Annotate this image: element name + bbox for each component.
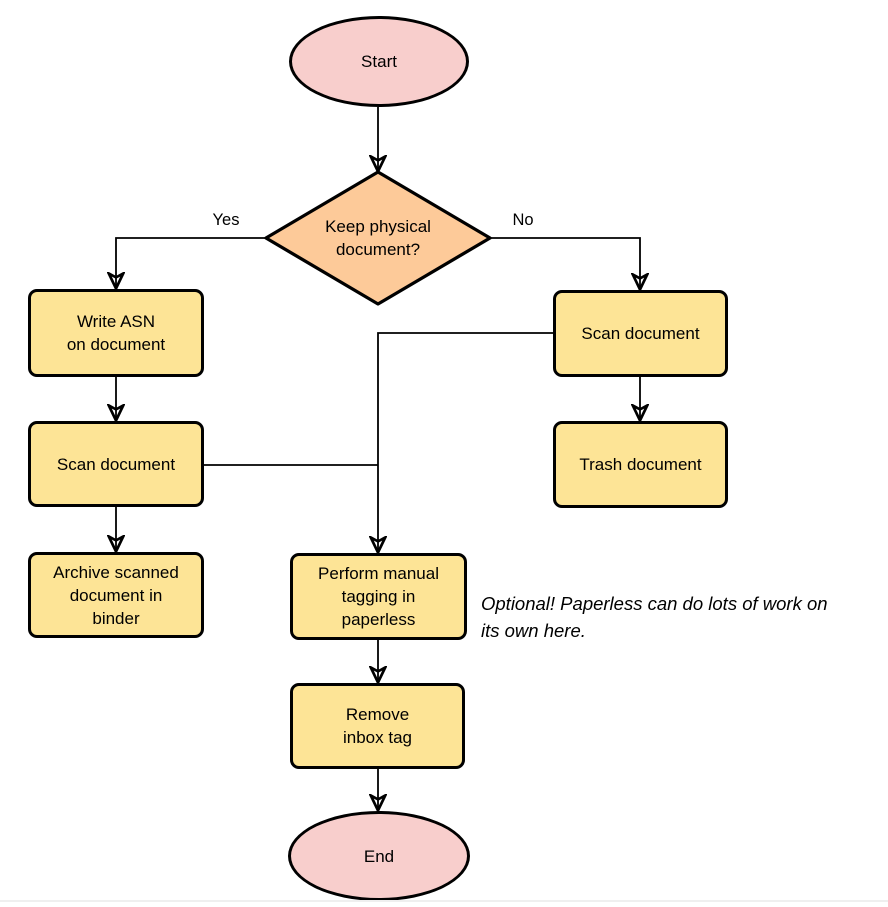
- node-scan-document-right-label: Scan document: [581, 324, 700, 343]
- node-archive-binder-label: Archive scanned document in binder: [53, 562, 179, 628]
- node-remove-inbox-tag: Remove inbox tag: [290, 683, 465, 769]
- node-write-asn-label: Write ASN on document: [66, 312, 166, 354]
- node-write-asn: Write ASN on document: [28, 289, 204, 377]
- node-manual-tagging-label: Perform manual tagging in paperless: [318, 564, 439, 629]
- canvas-bottom-divider: [0, 900, 888, 902]
- note-optional: Optional! Paperless can do lots of work …: [481, 593, 828, 641]
- node-end-label: End: [363, 846, 395, 866]
- node-scan-document-left: Scan document: [28, 421, 204, 507]
- edge-label-no: No: [512, 211, 534, 229]
- edge-scan-right-to-tagging: [378, 332, 553, 551]
- node-manual-tagging: Perform manual tagging in paperless: [290, 553, 467, 640]
- edge-decision-yes-to-write-asn: [116, 237, 266, 287]
- node-trash-document: Trash document: [553, 421, 728, 508]
- node-decision-shape: [264, 170, 492, 306]
- node-trash-document-label: Trash document: [579, 455, 702, 474]
- edge-decision-no-to-scan-right: [490, 237, 640, 288]
- node-archive-binder: Archive scanned document in binder: [28, 552, 204, 638]
- node-remove-inbox-tag-label: Remove inbox tag: [343, 705, 412, 747]
- node-end: End: [288, 811, 470, 901]
- node-start-label: Start: [361, 52, 397, 71]
- edge-label-yes: Yes: [212, 211, 240, 229]
- node-decision-label: Keep physical document?: [325, 217, 431, 259]
- node-scan-document-left-label: Scan document: [56, 454, 176, 474]
- node-scan-document-right: Scan document: [553, 290, 728, 377]
- node-start: Start: [289, 16, 469, 107]
